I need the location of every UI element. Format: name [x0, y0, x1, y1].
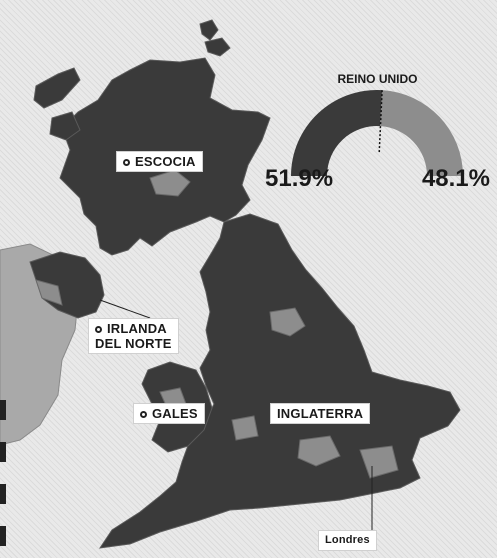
gauge-arc-remain	[379, 90, 463, 176]
location-marker-icon	[140, 411, 147, 419]
label-scotland-text: ESCOCIA	[135, 154, 196, 169]
gauge-chart	[291, 90, 463, 176]
leader-line-irlanda	[99, 299, 151, 319]
england-subregion-2	[297, 435, 341, 467]
western-isles	[33, 67, 81, 109]
northern-ireland-subregion	[35, 279, 63, 306]
shetland-islands	[204, 37, 231, 57]
orkney-islands	[199, 19, 219, 41]
remain-percentage: 48.1%	[421, 165, 490, 192]
label-northern-ireland-line1: IRLANDA	[107, 321, 167, 336]
edge-bar-2	[0, 442, 6, 462]
edge-bar-1	[0, 400, 6, 420]
edge-bar-3	[0, 484, 6, 504]
location-marker-icon	[95, 326, 102, 334]
label-wales: GALES	[133, 403, 205, 424]
label-northern-ireland-line2: DEL NORTE	[95, 336, 172, 351]
location-marker-icon	[123, 159, 130, 167]
label-london-text: Londres	[325, 534, 370, 546]
england-subregion-1	[269, 307, 306, 337]
result-gauge: REINO UNIDO 51.9% 48.1%	[265, 72, 490, 192]
england-subregion-3	[359, 445, 399, 479]
label-scotland: ESCOCIA	[116, 151, 203, 172]
label-london: Londres	[318, 530, 377, 551]
label-england-text: INGLATERRA	[277, 406, 364, 421]
gauge-center-divider	[378, 90, 383, 155]
gauge-title: REINO UNIDO	[337, 72, 418, 86]
label-wales-text: GALES	[152, 406, 198, 421]
label-england: INGLATERRA	[270, 403, 371, 424]
label-northern-ireland: IRLANDA DEL NORTE	[88, 318, 179, 354]
edge-bar-4	[0, 526, 6, 546]
skye-island	[49, 111, 81, 141]
leave-percentage: 51.9%	[265, 165, 334, 192]
england-subregion-4	[231, 415, 259, 441]
gauge-arc-leave	[291, 90, 383, 176]
